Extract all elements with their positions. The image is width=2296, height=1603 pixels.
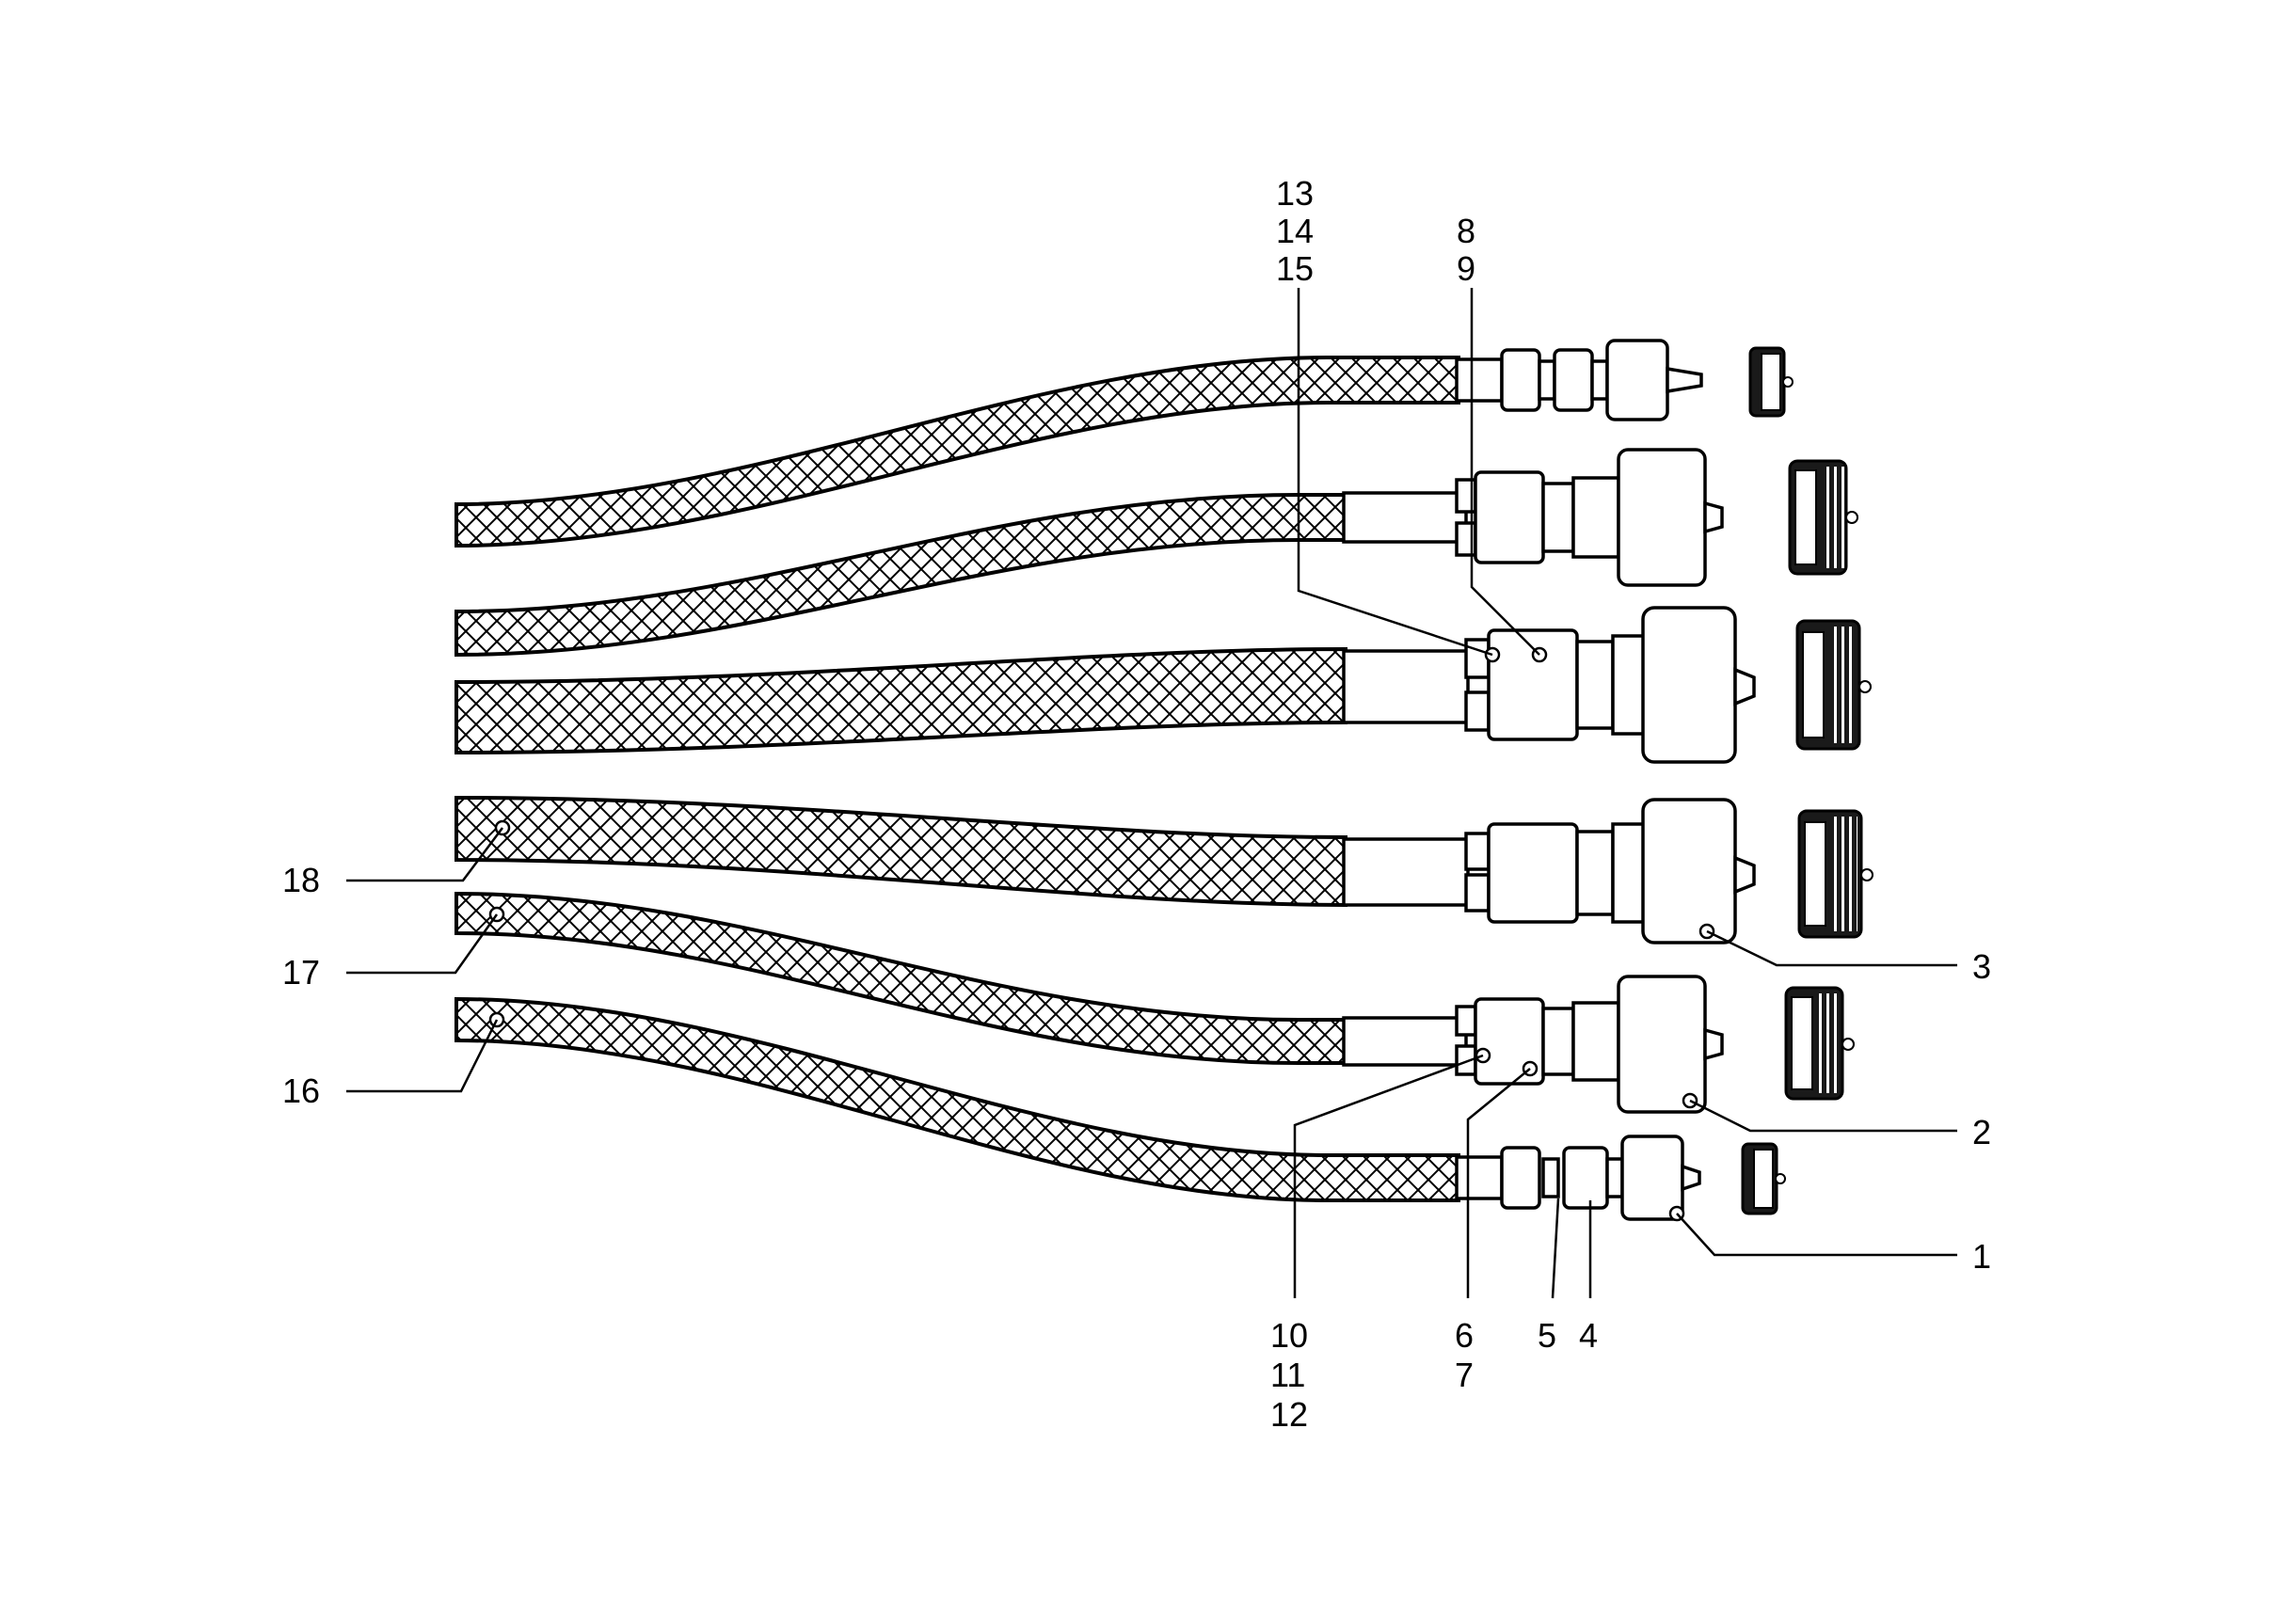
hose-4: [454, 795, 1756, 944]
callout-11: 11: [1270, 1356, 1305, 1394]
callout-7: 7: [1455, 1356, 1474, 1394]
hose-2: [454, 448, 1724, 658]
callout-12: 12: [1270, 1395, 1308, 1434]
hose-6: [454, 996, 1701, 1221]
callout-10: 10: [1270, 1316, 1308, 1355]
hose-3: [454, 606, 1756, 764]
cap-5: [1784, 986, 1855, 1101]
callout-14: 14: [1276, 212, 1314, 250]
callout-16: 16: [282, 1071, 320, 1110]
callout-2: 2: [1972, 1113, 1991, 1151]
callout-15: 15: [1276, 249, 1314, 288]
callout-9: 9: [1457, 249, 1475, 288]
callout-3: 3: [1972, 947, 1991, 986]
callout-17: 17: [282, 953, 320, 992]
cap-6: [1741, 1142, 1786, 1215]
hose-1: [454, 339, 1703, 548]
cap-4: [1797, 809, 1873, 939]
hose-5: [454, 891, 1724, 1114]
hose-1-braid: [454, 356, 1460, 548]
cap-1: [1748, 346, 1794, 418]
callout-6: 6: [1455, 1316, 1474, 1355]
cap-3: [1795, 619, 1872, 751]
callout-5: 5: [1538, 1316, 1556, 1355]
hose-6-braid: [454, 996, 1460, 1202]
hose-3-braid: [454, 646, 1347, 755]
callout-4: 4: [1579, 1316, 1598, 1355]
callout-labels: 1 2 3 4 5 6 7 8 9 10 11 12 13 14 15 16 1…: [282, 174, 1991, 1434]
hose-4-braid: [454, 795, 1347, 908]
callout-8: 8: [1457, 212, 1475, 250]
leader-lines: [346, 288, 1957, 1299]
callout-1: 1: [1972, 1237, 1991, 1276]
callout-13: 13: [1276, 174, 1314, 213]
cap-2: [1788, 459, 1858, 576]
callout-18: 18: [282, 861, 320, 899]
